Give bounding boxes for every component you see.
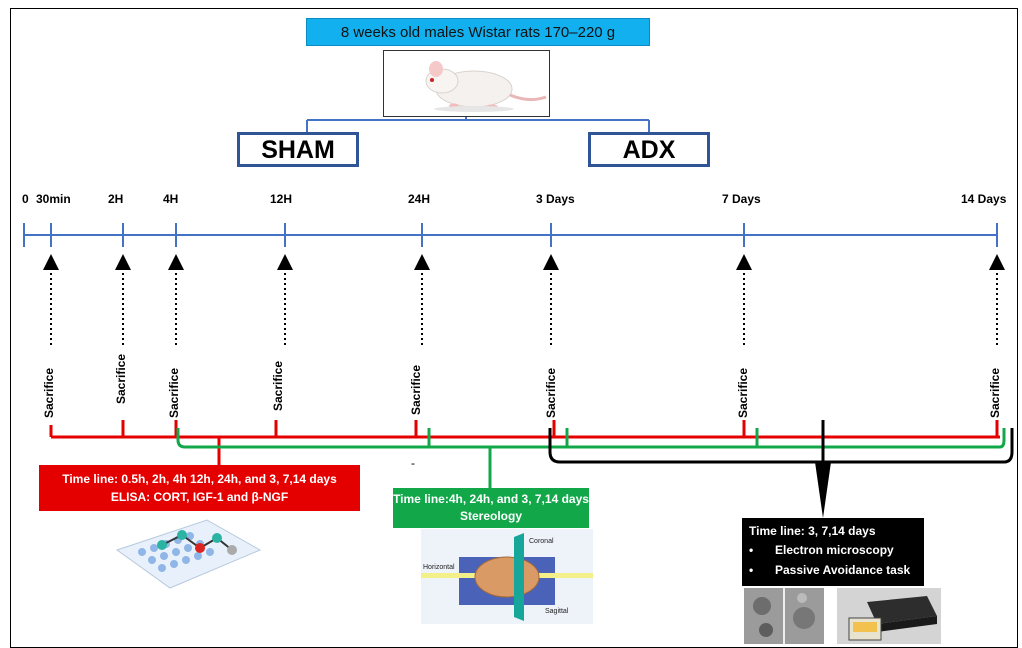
time-label-2h: 2H bbox=[108, 192, 124, 206]
electron-microscopy-text: Electron microscopy bbox=[775, 543, 894, 557]
sacrifice-label-14days: Sacrifice bbox=[988, 367, 1002, 418]
elisa-assay-text: ELISA: CORT, IGF-1 and β-NGF bbox=[110, 490, 289, 504]
black-bracket bbox=[548, 420, 1014, 518]
time-label-3days: 3 Days bbox=[536, 192, 575, 206]
timeline-ticks bbox=[23, 223, 998, 247]
time-label-7days: 7 Days bbox=[722, 192, 761, 206]
time-label-4h: 4H bbox=[163, 192, 179, 206]
horizontal-label: Horizontal bbox=[423, 564, 455, 571]
sacrifice-label-2h: Sacrifice bbox=[114, 353, 128, 404]
bullet-glyph: • bbox=[749, 543, 754, 557]
sacrifice-label-3days: Sacrifice bbox=[544, 367, 558, 418]
sacrifice-label-7days: Sacrifice bbox=[736, 367, 750, 418]
list-item-electron-microscopy: • Electron microscopy bbox=[749, 542, 917, 558]
black-box-timeline-text: Time line: 3, 7,14 days bbox=[749, 524, 876, 538]
stereology-box: Time line:4h, 24h, and 3, 7,14 days Ster… bbox=[393, 488, 589, 528]
sacrifice-label-24h: Sacrifice bbox=[409, 364, 423, 415]
microscopy-behavior-box: Time line: 3, 7,14 days • Electron micros… bbox=[742, 518, 924, 586]
green-bracket bbox=[176, 428, 1006, 488]
time-label-24h: 24H bbox=[408, 192, 431, 206]
sacrifice-label-4h: Sacrifice bbox=[167, 367, 181, 418]
list-item-passive-avoidance: • Passive Avoidance task bbox=[749, 562, 917, 578]
elisa-timeline-text: Time line: 0.5h, 2h, 4h 12h, 24h, and 3,… bbox=[62, 472, 337, 486]
time-label-30min: 30min bbox=[36, 192, 71, 206]
bullet-glyph: • bbox=[749, 563, 754, 577]
electron-micrograph-image bbox=[744, 588, 824, 644]
stereology-method-text: Stereology bbox=[459, 509, 522, 523]
passive-avoidance-device-image bbox=[837, 588, 941, 644]
red-bracket bbox=[49, 420, 1000, 465]
time-label-12h: 12H bbox=[270, 192, 293, 206]
sacrifice-label-30min: Sacrifice bbox=[42, 367, 56, 418]
elisa-plate-image bbox=[112, 510, 262, 600]
time-label-14days: 14 Days bbox=[961, 192, 1007, 206]
stray-mark: - bbox=[411, 456, 415, 470]
elisa-box: Time line: 0.5h, 2h, 4h 12h, 24h, and 3,… bbox=[39, 465, 360, 511]
sacrifice-label-12h: Sacrifice bbox=[271, 360, 285, 411]
sham-group-box: SHAM bbox=[237, 132, 359, 167]
time-label-0: 0 bbox=[22, 192, 29, 206]
figure-title: 8 weeks old males Wistar rats 170–220 g bbox=[306, 18, 650, 46]
rat-image bbox=[383, 50, 550, 117]
sagittal-label: Sagittal bbox=[545, 608, 569, 615]
adx-group-box: ADX bbox=[588, 132, 710, 167]
passive-avoidance-text: Passive Avoidance task bbox=[775, 563, 911, 577]
stereology-timeline-text: Time line:4h, 24h, and 3, 7,14 days bbox=[393, 492, 589, 506]
coronal-label: Coronal bbox=[529, 538, 554, 545]
brain-planes-image: Coronal Horizontal Sagittal bbox=[421, 529, 593, 624]
